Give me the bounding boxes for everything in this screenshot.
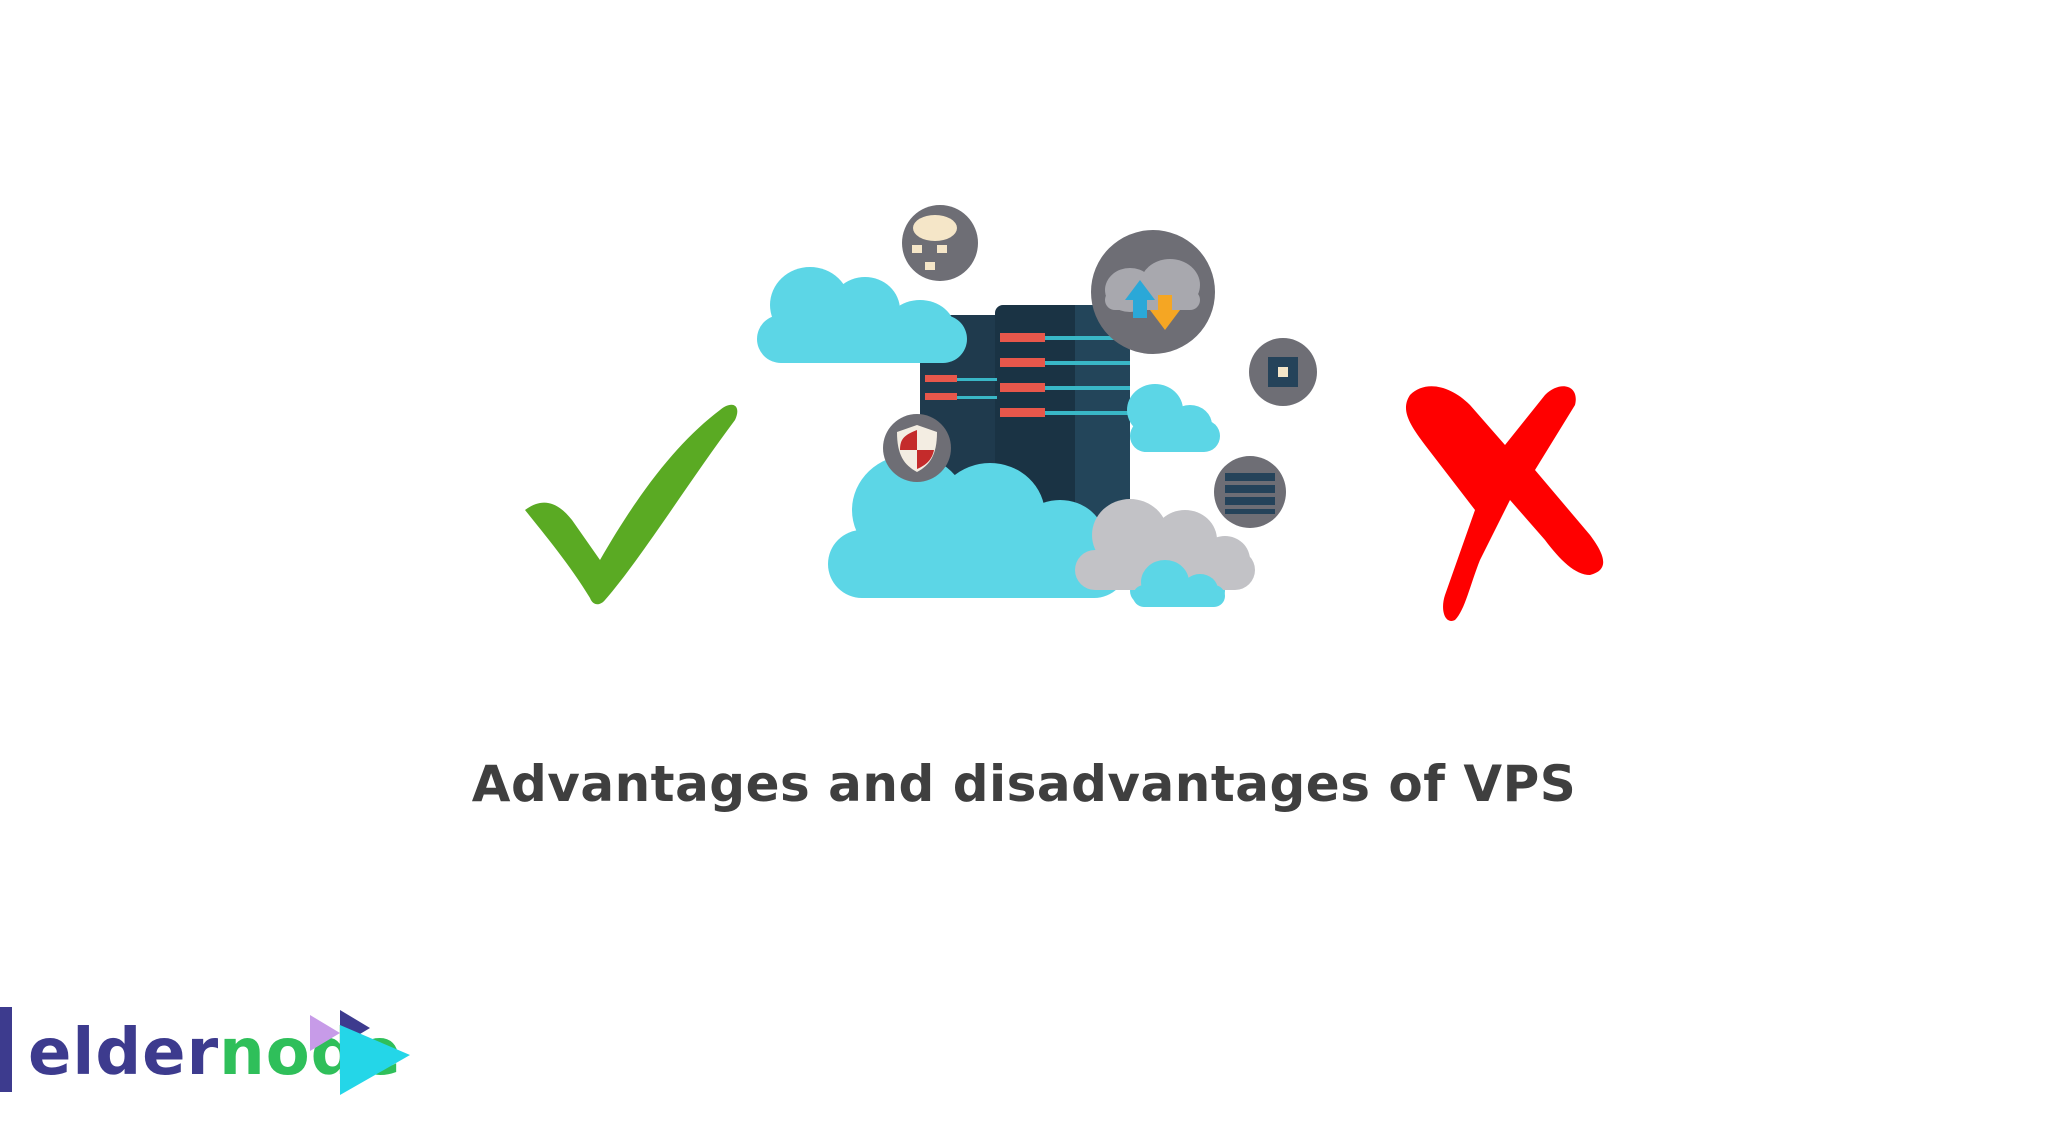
- server-rack-icon: [1214, 456, 1286, 528]
- cross-icon: [1405, 386, 1604, 621]
- cloud-sync-icon: [1091, 230, 1215, 354]
- play-arrows-icon: [310, 1010, 410, 1095]
- cloud-icon: [757, 267, 1225, 604]
- eldernode-logo: eldernode: [0, 995, 420, 1105]
- shield-icon: [883, 414, 951, 482]
- page-title: Advantages and disadvantages of VPS: [471, 755, 1577, 813]
- logo-bar: [0, 1007, 12, 1092]
- chip-icon: [1249, 338, 1317, 406]
- network-icon: [902, 205, 978, 281]
- checkmark-icon: [525, 404, 738, 605]
- logo-text-elder: elder: [28, 1016, 220, 1090]
